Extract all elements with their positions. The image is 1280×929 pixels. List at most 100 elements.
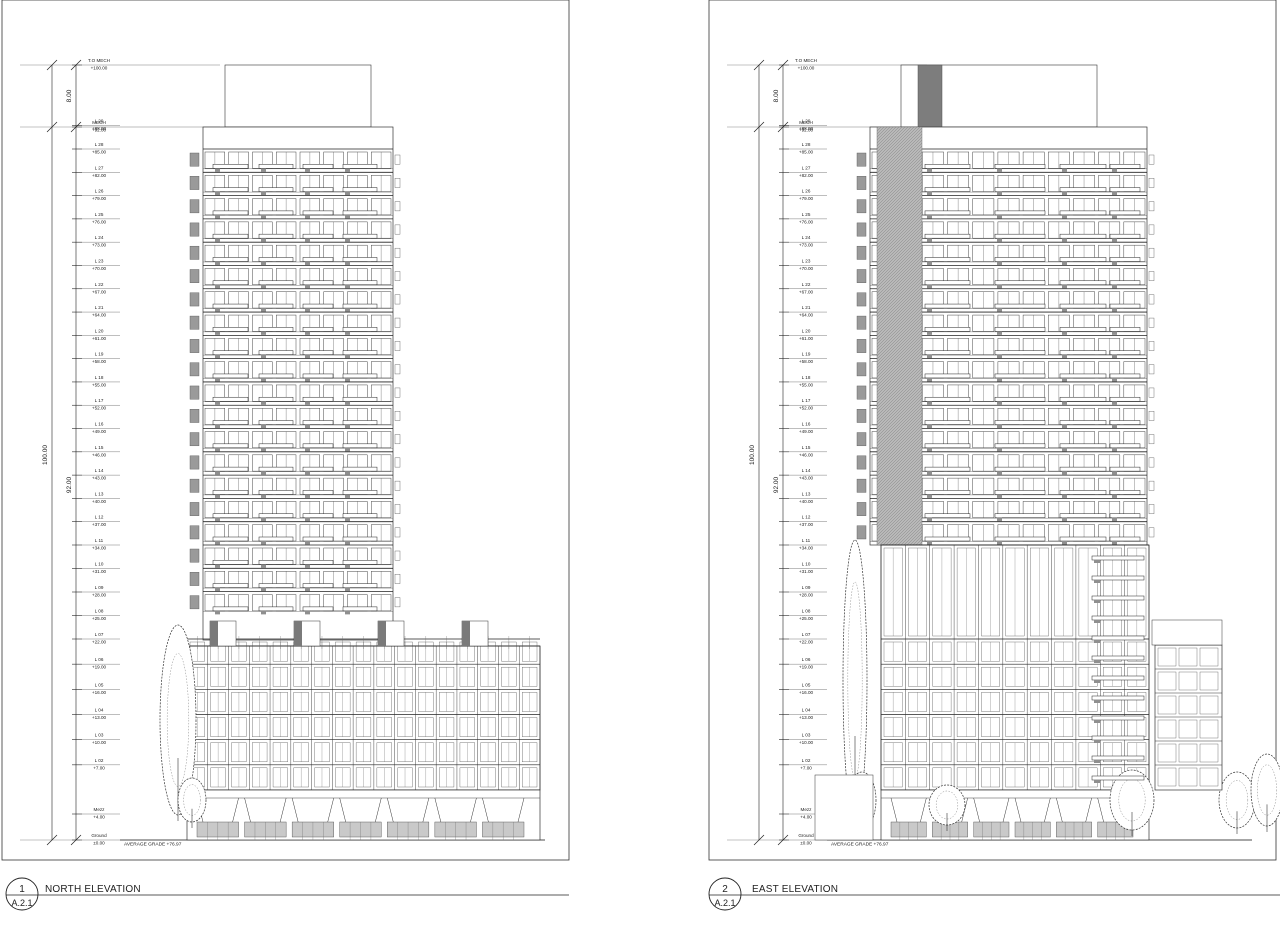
level-elevation: +64.00 — [92, 313, 107, 318]
balcony — [924, 280, 971, 286]
east-sheet-number: A.2.1 — [714, 898, 735, 908]
balcony — [258, 443, 294, 449]
level-name: L 22 — [95, 282, 104, 287]
balcony-shadow — [261, 424, 266, 429]
level-name: L 06 — [802, 657, 811, 662]
level-name: L 27 — [95, 165, 104, 170]
level-name: L 08 — [802, 609, 811, 614]
balcony — [302, 583, 334, 588]
balcony-shadow — [997, 261, 1002, 265]
level-elevation: +40.00 — [92, 499, 107, 504]
balcony-shadow — [1112, 494, 1117, 498]
balcony-shadow — [1062, 471, 1067, 475]
level-name: L 02 — [802, 758, 811, 763]
balcony — [342, 257, 378, 262]
side-fin — [189, 292, 200, 307]
balcony — [212, 490, 249, 495]
stair-core-shade — [876, 126, 923, 546]
dimension-mech: 8.00 — [773, 89, 780, 102]
balcony — [1059, 466, 1107, 472]
balcony — [924, 350, 971, 355]
balcony-shadow — [997, 238, 1002, 242]
level-name: L 24 — [95, 235, 104, 240]
balcony-shadow — [1112, 377, 1117, 382]
level-marker: L 26+79.00 — [779, 189, 827, 201]
balcony-shadow — [997, 191, 1002, 196]
level-marker: L 02+7.00 — [72, 758, 120, 770]
podium-window — [1199, 743, 1219, 763]
canopy-strut — [920, 797, 927, 823]
balcony-shadow — [997, 424, 1002, 429]
balcony — [994, 350, 1046, 355]
canopy-strut — [339, 797, 346, 823]
balcony-shadow — [1094, 620, 1100, 623]
balcony — [258, 396, 294, 402]
level-name: L 27 — [802, 165, 811, 170]
level-elevation: +16.00 — [92, 690, 107, 695]
side-fin — [856, 362, 867, 377]
level-name: L 25 — [95, 212, 104, 217]
side-fin — [856, 315, 867, 330]
balcony-shadow — [1062, 214, 1067, 219]
balcony — [924, 513, 971, 518]
balcony-shadow — [305, 610, 310, 615]
level-name: L 24 — [802, 235, 811, 240]
side-fin — [394, 597, 401, 608]
balcony-shadow — [1094, 640, 1100, 643]
balcony-shadow — [1062, 494, 1067, 498]
canopy-strut — [1002, 797, 1010, 823]
street-tree — [1109, 769, 1155, 836]
level-name: L 23 — [802, 258, 811, 263]
balcony-shadow — [215, 610, 220, 615]
balcony — [924, 257, 971, 262]
balcony-shadow — [1094, 680, 1100, 683]
side-fin — [189, 525, 200, 540]
side-fin — [189, 595, 200, 610]
balcony — [1091, 655, 1145, 661]
podium-window — [1157, 671, 1177, 691]
balcony — [1109, 350, 1141, 355]
balcony — [1109, 373, 1141, 379]
level-elevation: +31.00 — [799, 569, 814, 574]
side-fin — [856, 432, 867, 447]
level-marker: L 11+34.00 — [72, 538, 120, 551]
balcony-shadow — [215, 284, 220, 289]
podium-window — [1157, 695, 1177, 715]
level-elevation: +76.00 — [92, 219, 107, 224]
side-fin — [189, 455, 200, 470]
balcony-shadow — [305, 377, 310, 382]
level-elevation: +37.00 — [92, 522, 107, 527]
canopy-strut — [517, 797, 525, 823]
level-elevation: +19.00 — [92, 665, 107, 670]
level-name: L 14 — [95, 468, 104, 473]
balcony — [1109, 513, 1141, 518]
balcony-shadow — [1062, 447, 1067, 452]
balcony-shadow — [927, 331, 932, 335]
balcony-shadow — [345, 191, 350, 196]
level-marker: L 02+7.00 — [779, 758, 827, 770]
balcony-shadow — [261, 564, 266, 568]
balcony — [1109, 420, 1141, 425]
balcony — [212, 396, 249, 402]
east-drawing-tag — [708, 877, 742, 911]
level-marker: L 13+40.00 — [779, 491, 827, 504]
north-elevation-title: NORTH ELEVATION — [45, 884, 141, 895]
level-elevation: +46.00 — [92, 452, 107, 457]
level-elevation: ±0.00 — [93, 841, 105, 846]
north-title-block: 1 A.2.1 NORTH ELEVATION — [5, 877, 569, 911]
level-elevation: +16.00 — [799, 690, 814, 695]
podium-window — [1178, 767, 1198, 787]
east-stacked-balconies — [1091, 555, 1145, 783]
balcony — [258, 490, 294, 495]
balcony-shadow — [215, 587, 220, 592]
level-name: L 09 — [802, 585, 811, 590]
street-tree — [159, 624, 197, 821]
side-fin — [189, 315, 200, 330]
level-name: Ground — [798, 833, 814, 838]
balcony — [212, 327, 249, 332]
side-fin — [189, 199, 200, 214]
level-elevation: +70.00 — [799, 266, 814, 271]
balcony-shadow — [927, 191, 932, 196]
